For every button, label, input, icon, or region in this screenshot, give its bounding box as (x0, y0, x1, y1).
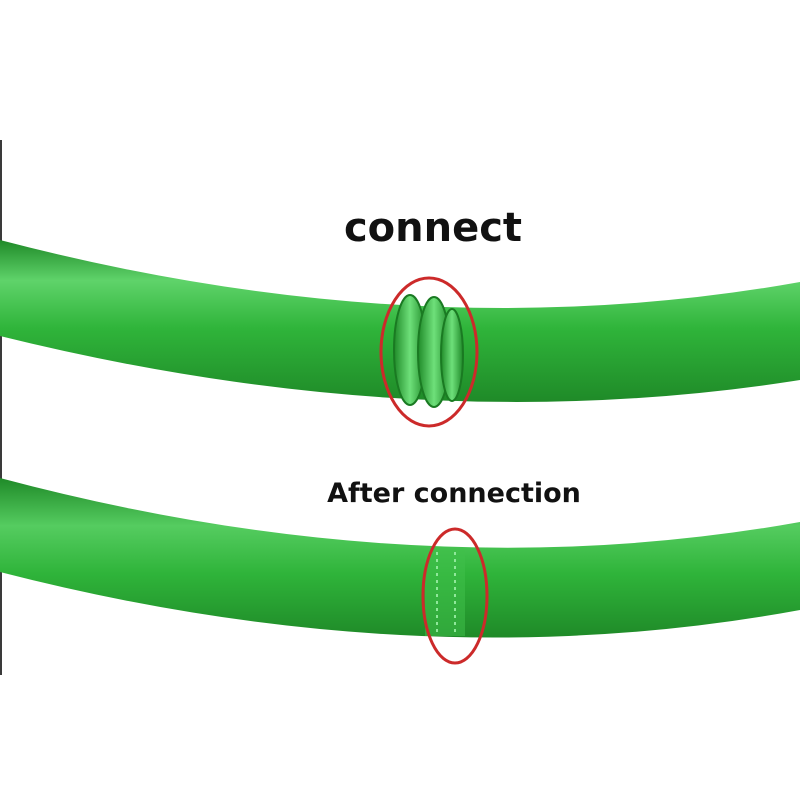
cord-seam-bottom (425, 550, 465, 636)
cord-joint-top (393, 294, 464, 408)
caption-connect: connect (343, 205, 523, 251)
caption-after-connection: After connection (327, 478, 581, 509)
photo-left-edge (0, 140, 2, 675)
green-cord-bottom (0, 478, 800, 638)
red-marker-top (379, 276, 479, 428)
red-marker-bottom (421, 527, 489, 665)
